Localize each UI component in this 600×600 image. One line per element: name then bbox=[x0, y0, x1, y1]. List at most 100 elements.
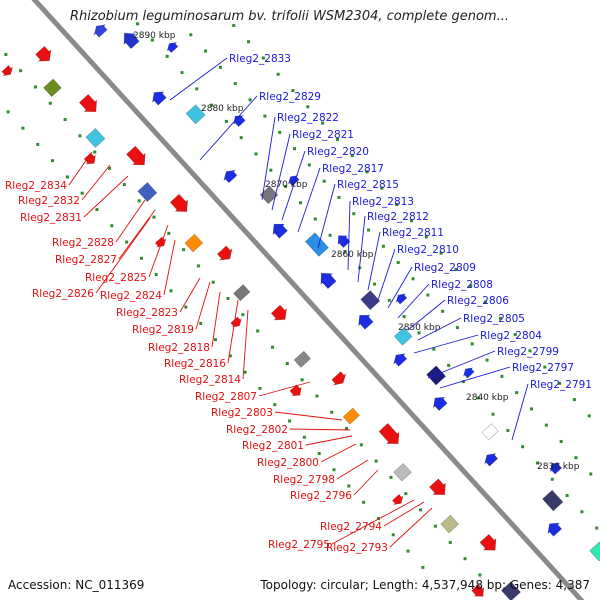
track-dot bbox=[411, 277, 415, 281]
track-dot bbox=[247, 40, 251, 44]
track-dot bbox=[243, 370, 247, 374]
gene-block-reverse bbox=[481, 423, 499, 441]
leader-line-blue bbox=[297, 167, 321, 233]
gene-arrow-forward bbox=[331, 371, 347, 386]
kbp-scale-label: 2890 kbp bbox=[133, 31, 176, 41]
track-dot bbox=[441, 309, 445, 313]
track-dot bbox=[544, 423, 548, 427]
leader-line-blue bbox=[511, 383, 529, 441]
topology-summary: Topology: circular; Length: 4,537,948 bp… bbox=[260, 578, 590, 592]
track-dot bbox=[182, 248, 186, 252]
track-dot bbox=[421, 565, 425, 569]
gene-block-forward bbox=[293, 350, 311, 368]
gene-label-red: Rleg2_2832 bbox=[18, 195, 80, 207]
track-dot bbox=[51, 159, 55, 163]
track-dot bbox=[291, 89, 295, 93]
gene-block-reverse bbox=[393, 327, 413, 346]
track-dot bbox=[543, 365, 547, 369]
gene-label-blue: Rleg2_2791 bbox=[530, 379, 592, 391]
gene-label-red: Rleg2_2823 bbox=[116, 307, 178, 319]
track-dot bbox=[580, 510, 584, 514]
gene-block-forward-body bbox=[137, 182, 158, 203]
track-dot bbox=[463, 557, 467, 561]
track-dot bbox=[439, 251, 443, 255]
track-dot bbox=[137, 199, 141, 203]
track-dot bbox=[572, 398, 576, 402]
leader-line-blue bbox=[281, 150, 306, 221]
track-dot bbox=[396, 261, 400, 265]
kbp-scale-label: 2840 kbp bbox=[466, 393, 509, 403]
track-dot bbox=[322, 179, 326, 183]
gene-label-blue: Rleg2_2808 bbox=[431, 279, 493, 291]
track-dot bbox=[330, 410, 334, 414]
gene-label-red: Rleg2_2824 bbox=[100, 290, 162, 302]
gene-label-red: Rleg2_2816 bbox=[164, 358, 226, 370]
track-dot bbox=[332, 468, 336, 472]
track-dot bbox=[269, 168, 273, 172]
leader-line-red bbox=[305, 435, 353, 446]
track-dot bbox=[169, 289, 173, 293]
gene-arrow-forward bbox=[270, 304, 288, 321]
track-dot bbox=[550, 477, 554, 481]
track-dot bbox=[19, 69, 23, 73]
track-dot bbox=[211, 280, 215, 284]
track-dot bbox=[406, 549, 410, 553]
track-dot bbox=[404, 492, 408, 496]
leader-line-blue bbox=[387, 266, 413, 309]
leader-line-blue bbox=[407, 299, 446, 331]
track-dot bbox=[365, 170, 369, 174]
gene-label-red: Rleg2_2814 bbox=[179, 374, 241, 386]
gene-label-blue: Rleg2_2810 bbox=[397, 244, 459, 256]
gene-arrow-reverse bbox=[547, 522, 563, 537]
track-dot bbox=[362, 500, 366, 504]
track-dot bbox=[491, 412, 495, 416]
gene-block-reverse bbox=[360, 290, 381, 311]
track-dot bbox=[335, 137, 339, 141]
track-dot bbox=[380, 186, 384, 190]
gene-block-forward-body bbox=[233, 284, 251, 302]
leader-line-red bbox=[211, 291, 221, 348]
gene-block-reverse-body bbox=[426, 365, 447, 386]
kbp-scale-label: 2870 kbp bbox=[265, 180, 308, 190]
leader-line-red bbox=[320, 443, 357, 463]
track-dot bbox=[476, 396, 480, 400]
track-dot bbox=[376, 517, 380, 521]
gene-arrow-reverse bbox=[549, 462, 563, 475]
track-dot bbox=[352, 212, 356, 216]
track-dot bbox=[387, 298, 391, 302]
gene-label-blue: Rleg2_2813 bbox=[352, 196, 414, 208]
leader-line-blue bbox=[417, 317, 462, 341]
track-dot bbox=[78, 134, 82, 138]
track-dot bbox=[195, 87, 199, 91]
gene-block-forward bbox=[342, 407, 360, 425]
gene-arrow-forward bbox=[471, 584, 485, 597]
track-dot bbox=[213, 338, 217, 342]
track-dot bbox=[343, 250, 347, 254]
track-dot bbox=[417, 331, 421, 335]
track-dot bbox=[150, 38, 154, 42]
track-dot bbox=[470, 342, 474, 346]
gene-block-reverse-body bbox=[481, 423, 499, 441]
gene-arrow-reverse bbox=[484, 453, 499, 467]
gene-arrow-reverse bbox=[432, 396, 448, 412]
track-dot bbox=[321, 121, 325, 125]
gene-block-reverse-body bbox=[542, 489, 564, 512]
track-dot bbox=[263, 114, 267, 118]
gene-label-red: Rleg2_2828 bbox=[52, 237, 114, 249]
track-dot bbox=[4, 52, 8, 56]
track-dot bbox=[284, 184, 288, 188]
gene-block-forward bbox=[184, 233, 204, 253]
track-dot bbox=[565, 494, 569, 498]
gene-label-blue: Rleg2_2822 bbox=[277, 112, 339, 124]
track-dot bbox=[258, 386, 262, 390]
gene-arrow-forward bbox=[479, 533, 497, 551]
leader-line-red bbox=[118, 209, 156, 260]
gene-arrow-forward bbox=[230, 316, 243, 328]
track-dot bbox=[402, 315, 406, 319]
leader-line-blue bbox=[397, 283, 430, 319]
track-dot bbox=[204, 49, 208, 53]
gene-arrow-forward bbox=[216, 245, 233, 261]
track-dot bbox=[80, 191, 84, 195]
gene-arrow-forward bbox=[78, 93, 98, 113]
